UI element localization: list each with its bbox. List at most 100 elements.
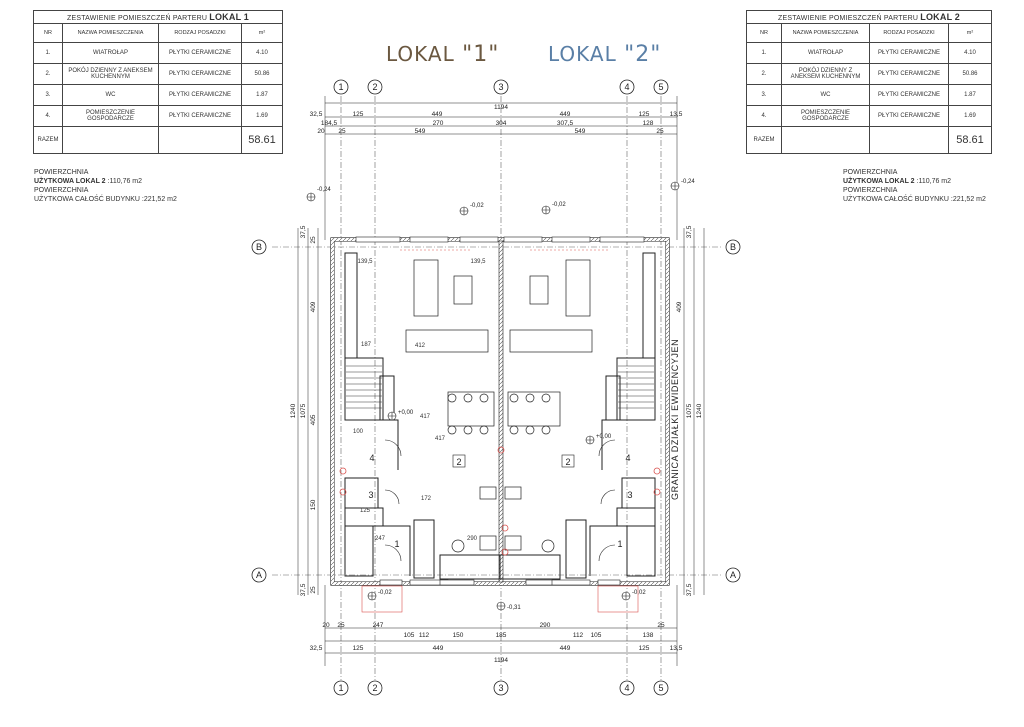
axis-label-a-left: A	[256, 570, 262, 580]
entrance-steps	[361, 249, 639, 613]
room-number-2-lokal-1: 2	[456, 457, 461, 467]
dim-text: 32,5	[310, 645, 323, 652]
dim-text: 13,5	[670, 645, 683, 652]
dim-text: 304	[496, 120, 507, 127]
dim-text: 125	[639, 645, 650, 652]
dim-text: 25	[310, 236, 317, 244]
room-number-1-lokal-2: 1	[617, 539, 622, 549]
dim-text: 1194	[494, 657, 508, 664]
dim-text: 247	[373, 622, 384, 629]
level-mark: +0,00	[398, 410, 414, 416]
interior-dim: 412	[415, 343, 426, 349]
lokal-1-title: LOKAL "1"	[386, 42, 499, 67]
lokal-2-number: "2"	[624, 42, 662, 67]
axis-label-4: 4	[624, 82, 629, 92]
interior-dim: 417	[435, 436, 446, 442]
dim-text: 25	[338, 128, 346, 135]
dim-text: 125	[353, 645, 364, 652]
windows-bottom	[379, 579, 621, 586]
dim-text: 105	[591, 632, 602, 639]
room-number-box	[561, 454, 575, 468]
exterior-walls	[330, 237, 670, 586]
dim-text: 150	[453, 632, 464, 639]
axis-bubbles-side	[251, 239, 741, 583]
axis-label-1-bottom: 1	[338, 683, 343, 693]
level-mark: +0,00	[596, 434, 612, 440]
dim-text: 25	[310, 586, 317, 594]
dim-text: 449	[560, 111, 571, 118]
installation-markers	[339, 446, 661, 556]
plot-boundary-label: GRANICA DZIAŁKI EWIDENCYJEN	[670, 339, 680, 500]
interior-dim: 417	[420, 414, 431, 420]
axis-label-2: 2	[372, 82, 377, 92]
room-number-3-lokal-2: 3	[627, 490, 632, 500]
room-number-box	[452, 454, 466, 468]
dim-text: 150	[310, 499, 317, 510]
dim-text: 185	[496, 632, 507, 639]
axis-label-3-bottom: 3	[498, 683, 503, 693]
dim-text: 20	[322, 622, 330, 629]
interior-dim: 139,5	[470, 259, 486, 265]
door-swings	[384, 439, 616, 562]
dim-text: 1240	[290, 403, 297, 418]
dim-text: 270	[433, 120, 444, 127]
axis-label-3: 3	[498, 82, 503, 92]
windows-top	[355, 236, 645, 243]
room-number-4-lokal-1: 4	[369, 453, 374, 463]
dim-text: 290	[540, 622, 551, 629]
axis-label-2-bottom: 2	[372, 683, 377, 693]
dim-text: 112	[573, 632, 584, 639]
dim-text: 409	[310, 301, 317, 312]
dim-text: 125	[639, 111, 650, 118]
lokal-2-word: LOKAL	[548, 42, 617, 66]
dim-text: 20	[317, 128, 325, 135]
dim-text: 25	[656, 128, 664, 135]
level-mark: -0,24	[317, 187, 331, 193]
room-number-3-lokal-1: 3	[368, 490, 373, 500]
room-schedule-lokal-2: ZESTAWIENIE POMIESZCZEŃ PARTERU LOKAL 2 …	[746, 10, 992, 154]
dim-text: 25	[657, 622, 665, 629]
dim-text: 37,5	[686, 225, 693, 238]
furniture-lokal-1	[405, 259, 497, 553]
usable-area-note-right: POWIERZCHNIA UŻYTKOWA LOKAL 2 :110,76 m2…	[843, 169, 986, 203]
lokal-2-title: LOKAL "2"	[548, 42, 661, 67]
axis-label-b-right: B	[730, 242, 736, 252]
dim-text: 1240	[696, 403, 703, 418]
lokal-1-word: LOKAL	[386, 42, 455, 66]
room-number-4-lokal-2: 4	[625, 453, 630, 463]
dim-text: 549	[415, 128, 426, 135]
dimension-lines-side	[297, 228, 705, 595]
dim-text: 405	[310, 414, 317, 425]
dim-text: 112	[419, 632, 430, 639]
level-mark: -0,02	[470, 203, 484, 209]
furniture-lokal-2	[504, 259, 593, 553]
dim-text: 449	[432, 111, 443, 118]
dim-text: 128	[643, 120, 654, 127]
usable-area-note-left: POWIERZCHNIA UŻYTKOWA LOKAL 2 :110,76 m2…	[34, 169, 177, 203]
axis-label-4-bottom: 4	[624, 683, 629, 693]
dim-text: 32,5	[310, 111, 323, 118]
dim-text: 1194	[494, 104, 508, 111]
level-mark: -0,31	[507, 605, 521, 611]
axis-label-1: 1	[338, 82, 343, 92]
dim-text: 37,5	[300, 225, 307, 238]
interior-dim: 290	[467, 536, 478, 542]
dim-text: 13,5	[670, 111, 683, 118]
axis-label-5: 5	[658, 82, 663, 92]
dim-text: 1075	[300, 403, 307, 418]
dim-text: 125	[353, 111, 364, 118]
interior-dim: 247	[375, 536, 386, 542]
axis-label-5-bottom: 5	[658, 683, 663, 693]
axis-label-b-left: B	[256, 242, 262, 252]
dim-text: 184,5	[321, 120, 338, 127]
level-marks: -0,24 -0,02 -0,02 -0,24 +0,00 +0,00 -0,0…	[306, 179, 695, 611]
dim-text: 449	[433, 645, 444, 652]
dim-text: 105	[404, 632, 415, 639]
dimension-lines-bottom	[324, 585, 678, 666]
